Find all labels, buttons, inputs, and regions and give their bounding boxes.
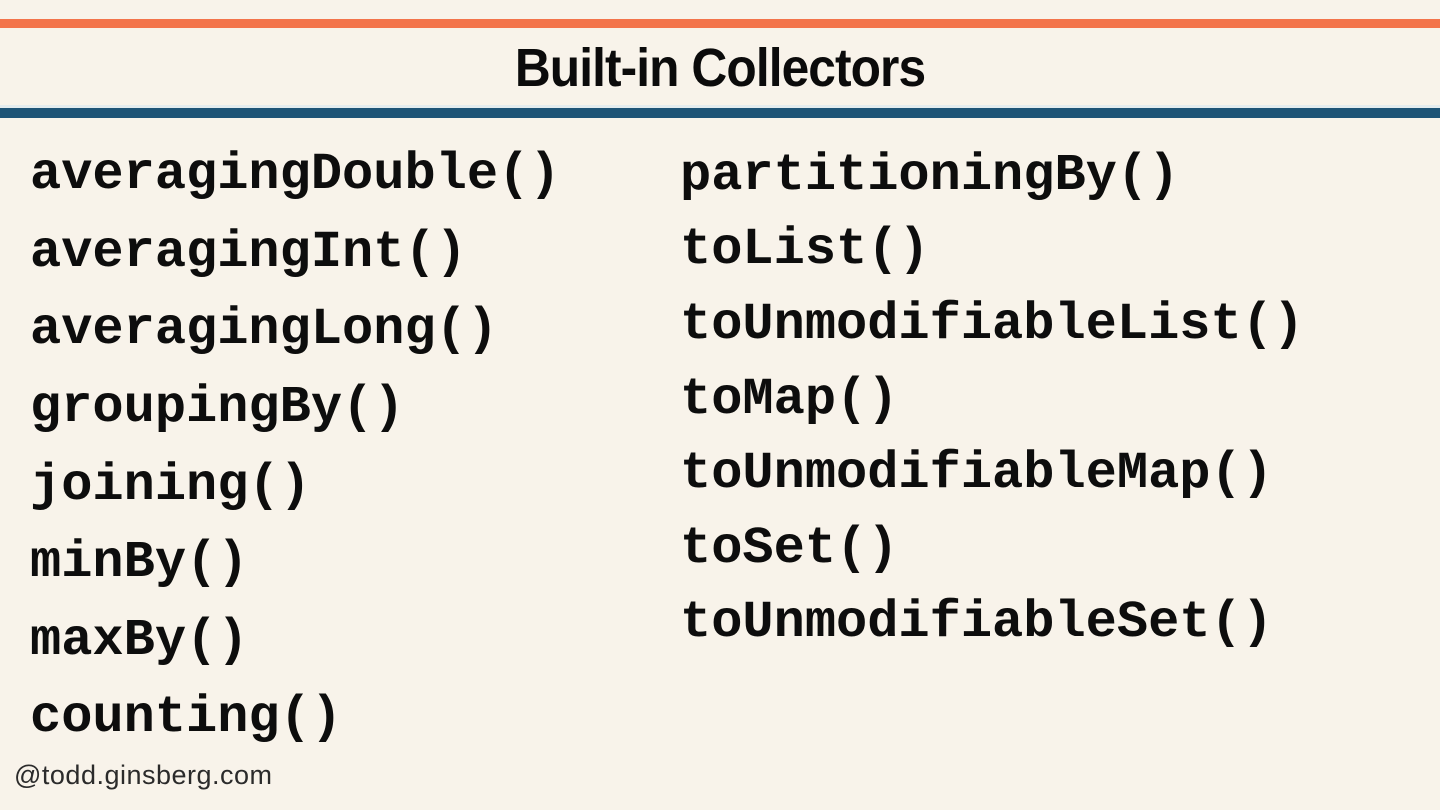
title-divider-bar: [0, 105, 1440, 118]
collector-item: toMap(): [680, 369, 899, 429]
collector-item: toUnmodifiableMap(): [680, 444, 1273, 504]
collector-item: minBy(): [30, 533, 249, 593]
collector-list-left: averagingDouble() averagingInt() averagi…: [30, 136, 561, 757]
collector-item: counting(): [30, 688, 343, 748]
collector-item: maxBy(): [30, 610, 249, 670]
footer-handle: @todd.ginsberg.com: [14, 760, 273, 790]
collector-item: joining(): [30, 455, 311, 515]
collector-item: toList(): [680, 220, 930, 280]
collector-item: toSet(): [680, 518, 899, 578]
collector-item: partitioningBy(): [680, 145, 1180, 205]
collector-item: toUnmodifiableList(): [680, 294, 1305, 354]
top-accent-bar: [0, 19, 1440, 28]
collector-list-right: partitioningBy() toList() toUnmodifiable…: [680, 138, 1304, 660]
page-title: Built-in Collectors: [514, 38, 926, 98]
collector-item: averagingInt(): [30, 222, 467, 282]
collector-item: groupingBy(): [30, 378, 405, 438]
title-band: Built-in Collectors: [0, 28, 1440, 108]
collector-item: toUnmodifiableSet(): [680, 593, 1273, 653]
collector-item: averagingDouble(): [30, 145, 561, 205]
collector-item: averagingLong(): [30, 300, 499, 360]
